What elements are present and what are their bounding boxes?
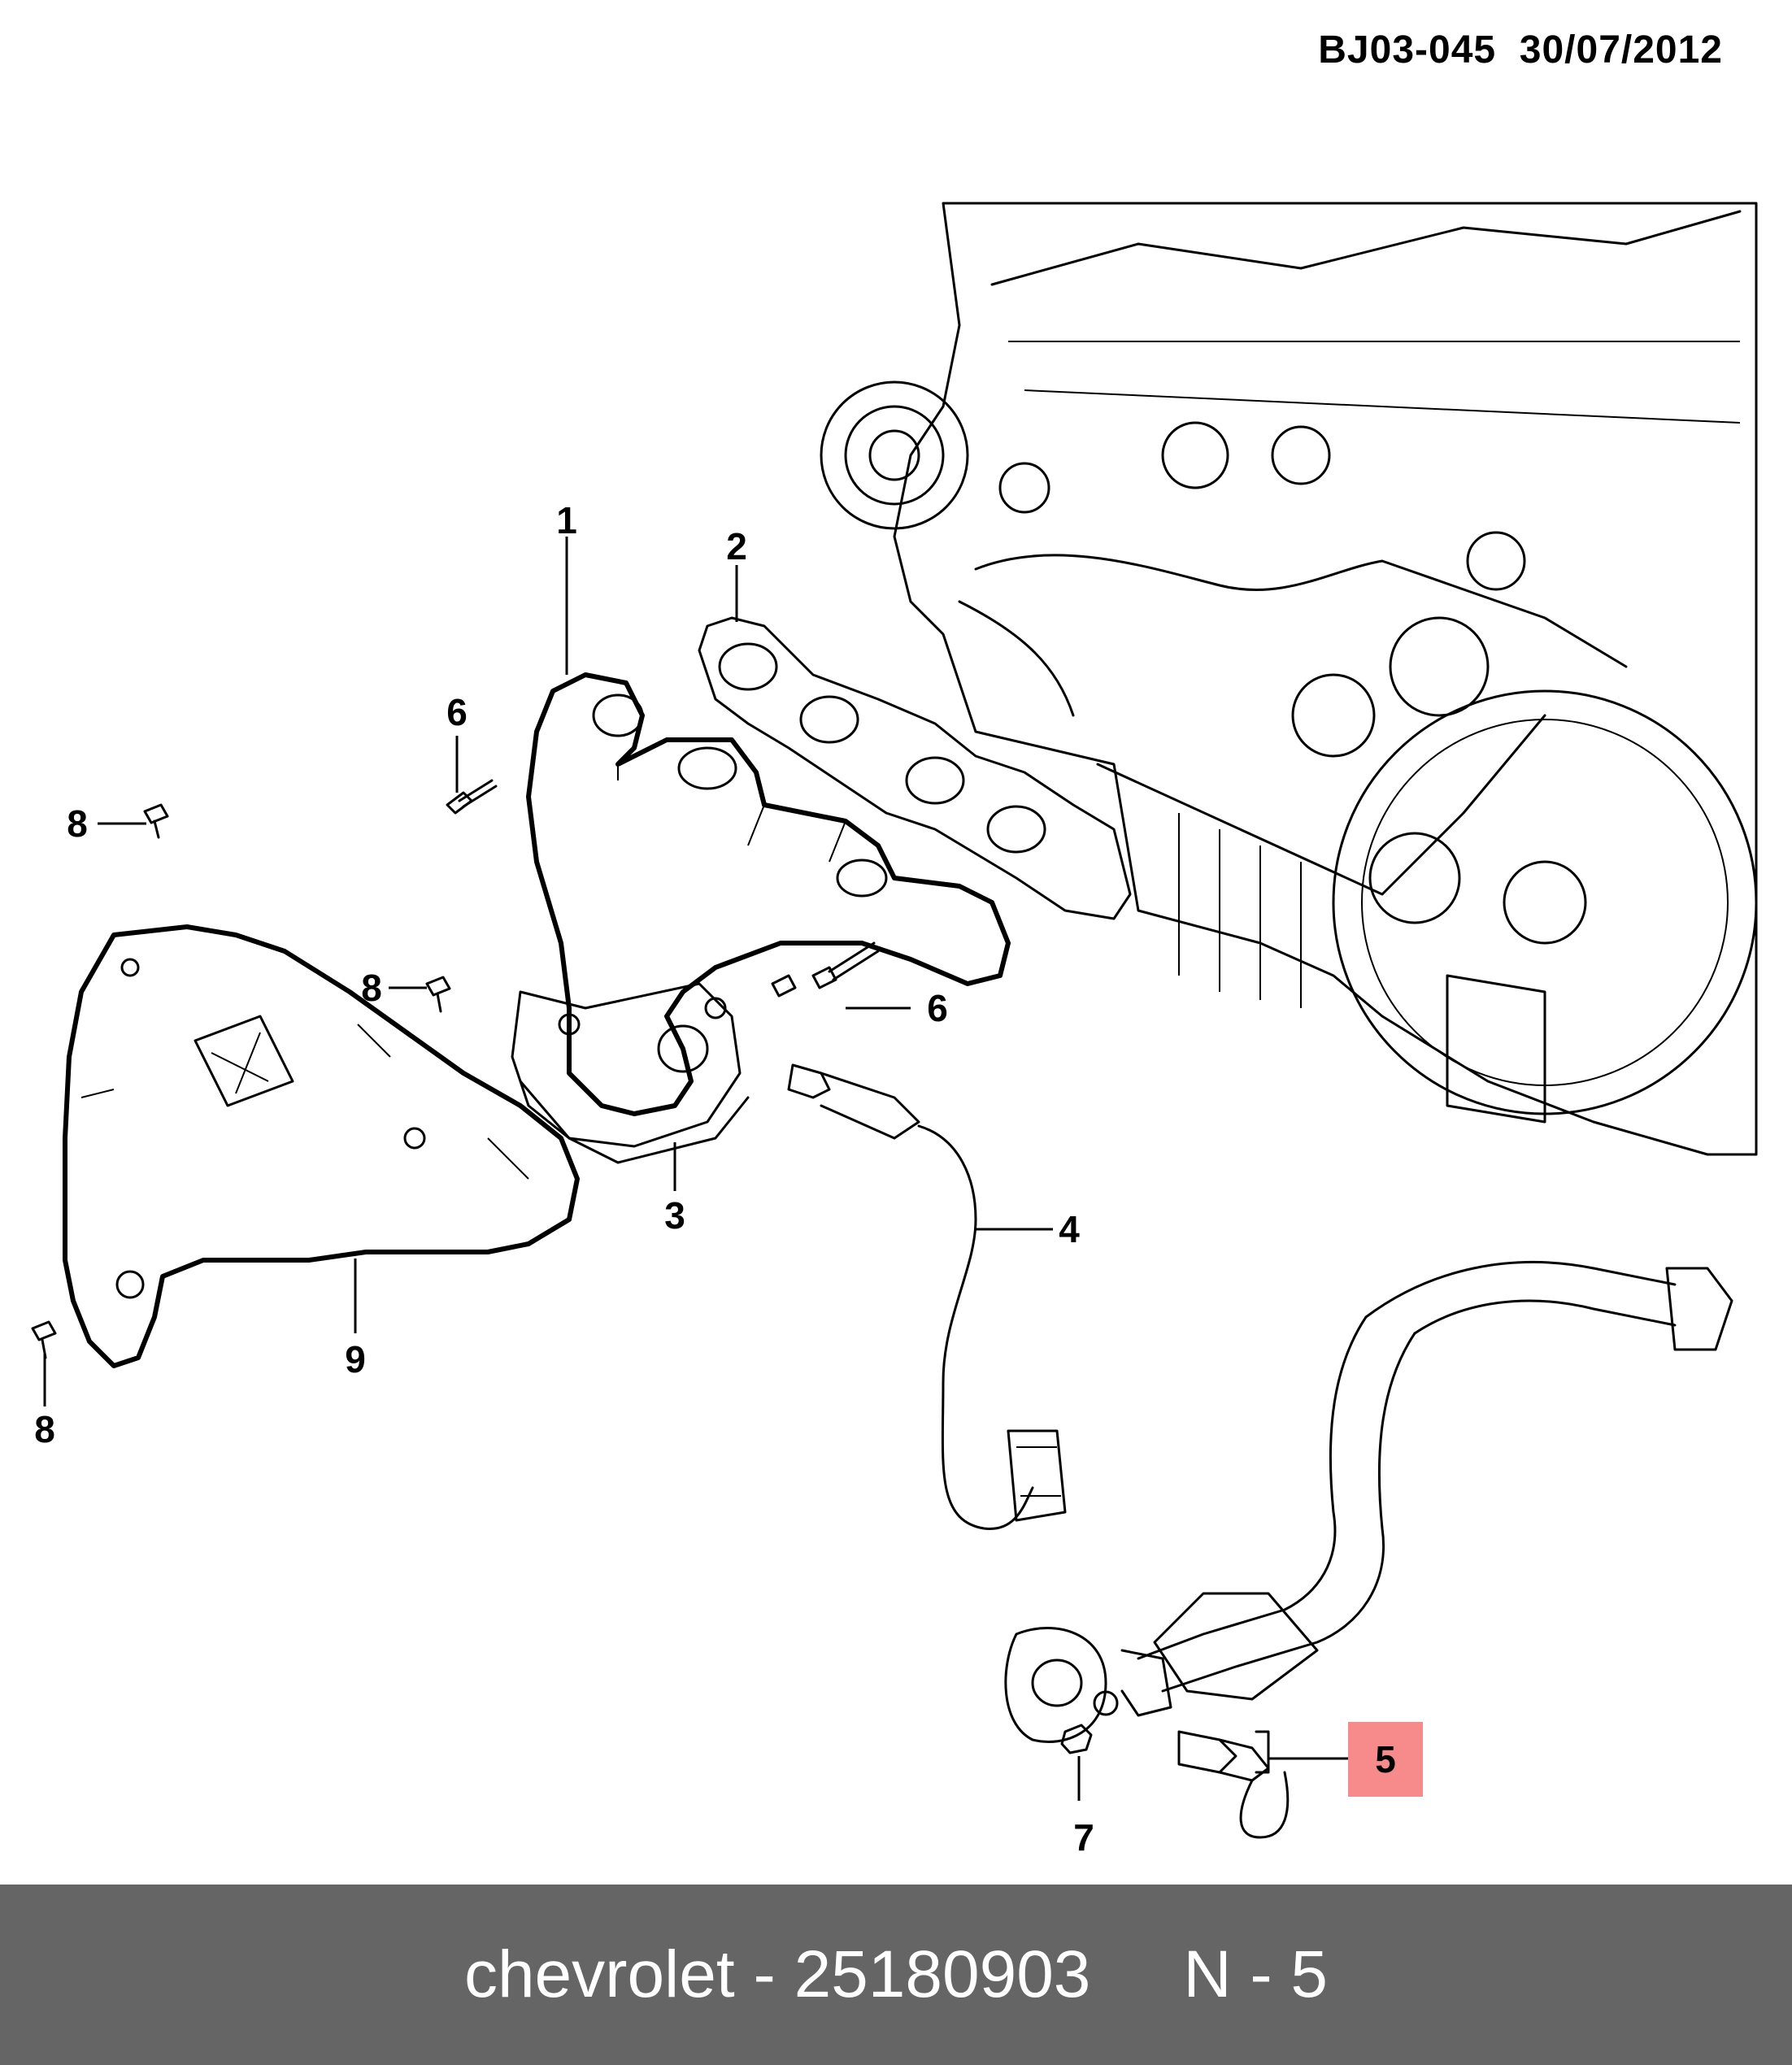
footer-bar: chevrolet - 25180903 N - 5: [0, 1885, 1792, 2065]
callout-8-middle: 8: [361, 967, 382, 1009]
exhaust-manifold-gasket: [698, 616, 1132, 920]
drawing-reference: BJ03-045 30/07/2012: [1318, 28, 1723, 72]
callout-3: 3: [664, 1194, 685, 1237]
ref-code: BJ03-045: [1318, 28, 1497, 72]
screw-8-top: [143, 803, 169, 839]
screw-8-middle: [425, 976, 451, 1013]
callout-2: 2: [726, 525, 747, 567]
exhaust-pipe-with-catalytic-converter: [1004, 1261, 1733, 1743]
callout-5-highlighted: 5: [1348, 1722, 1423, 1797]
footer-separator: -: [753, 1937, 776, 2011]
nut-7: [1060, 1724, 1093, 1754]
upstream-oxygen-sensor: [787, 1063, 1067, 1530]
callout-1: 1: [556, 499, 577, 541]
exploded-parts-diagram: BJ03-045 30/07/2012 1 2 3 4 5 6 6 7 8 8 …: [31, 28, 1758, 1858]
heat-shield: [63, 924, 580, 1368]
footer-brand: chevrolet: [463, 1937, 735, 2011]
callout-9: 9: [345, 1338, 366, 1380]
manifold-outlet-gasket: [511, 982, 750, 1164]
callout-6-lower: 6: [927, 987, 948, 1029]
screw-8-bottom: [31, 1320, 57, 1359]
footer-position-label: N - 5: [1183, 1937, 1329, 2011]
bolt-6-lower: [771, 941, 880, 998]
callout-4: 4: [1059, 1208, 1080, 1250]
footer-part-number: 25180903: [794, 1937, 1091, 2011]
callout-7: 7: [1073, 1816, 1094, 1858]
diagram-drawing: [31, 202, 1758, 1839]
ref-date: 30/07/2012: [1519, 28, 1723, 72]
bolt-6-upper: [446, 779, 498, 815]
exhaust-manifold: [526, 672, 1011, 1116]
leader-lines: [43, 537, 1348, 1801]
callout-8-bottom: 8: [34, 1408, 55, 1450]
callout-6-upper: 6: [446, 691, 468, 733]
downstream-oxygen-sensor: [1177, 1730, 1290, 1839]
engine-block: [820, 202, 1758, 1156]
callout-8-top: 8: [67, 802, 88, 845]
